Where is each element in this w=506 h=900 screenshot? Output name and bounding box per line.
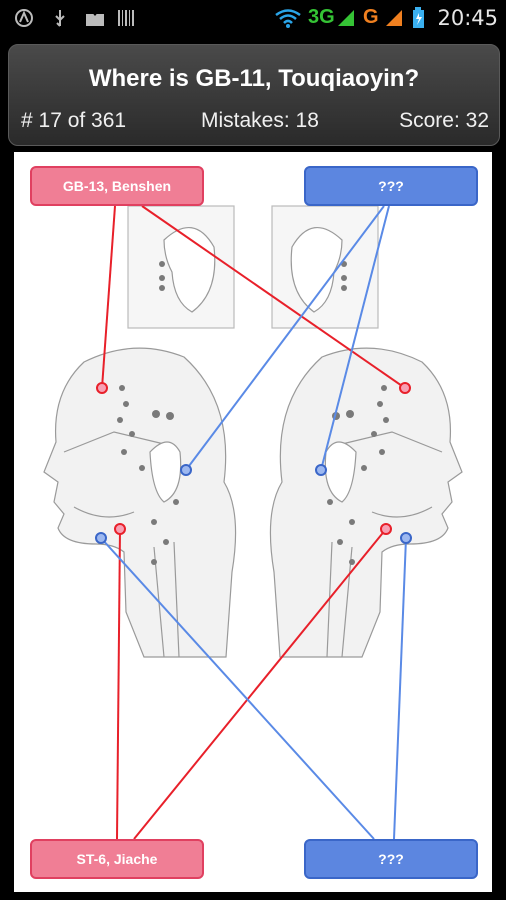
quiz-board[interactable]: GB-13, Benshen ??? ST-6, Jiache ??? (14, 152, 492, 892)
app-icon (14, 8, 34, 28)
question-title: Where is GB-11, Touqiaoyin? (88, 65, 420, 92)
progress-counter: # 17 of 361 (21, 109, 127, 132)
battery-icon (412, 7, 426, 28)
status-bar: 3G G 20:45 (0, 0, 506, 38)
download-icon (84, 8, 106, 28)
head-right (269, 347, 463, 658)
answer-bottom-left[interactable]: ST-6, Jiache (30, 839, 204, 879)
barcode-icon (116, 8, 136, 28)
clock: 20:45 (437, 6, 498, 30)
score-counter: Score: 32 (399, 109, 489, 132)
answer-bottom-right[interactable]: ??? (304, 839, 478, 879)
signal-icon (384, 8, 404, 28)
wifi-icon (274, 8, 302, 28)
quiz-header: Where is GB-11, Touqiaoyin? # 17 of 361 … (8, 44, 500, 146)
point-markers (95, 382, 412, 544)
network-3g-label: 3G (308, 6, 335, 28)
head-left (43, 347, 237, 658)
network-g-label: G (363, 6, 379, 28)
answer-top-left[interactable]: GB-13, Benshen (30, 166, 204, 206)
answer-top-right[interactable]: ??? (304, 166, 478, 206)
signal-icon (336, 8, 356, 28)
answer-lines (100, 205, 407, 840)
anatomy-illustration (43, 205, 463, 840)
usb-icon (50, 8, 70, 28)
mistakes-counter: Mistakes: 18 (201, 109, 319, 132)
acupoint-markers (117, 261, 389, 565)
